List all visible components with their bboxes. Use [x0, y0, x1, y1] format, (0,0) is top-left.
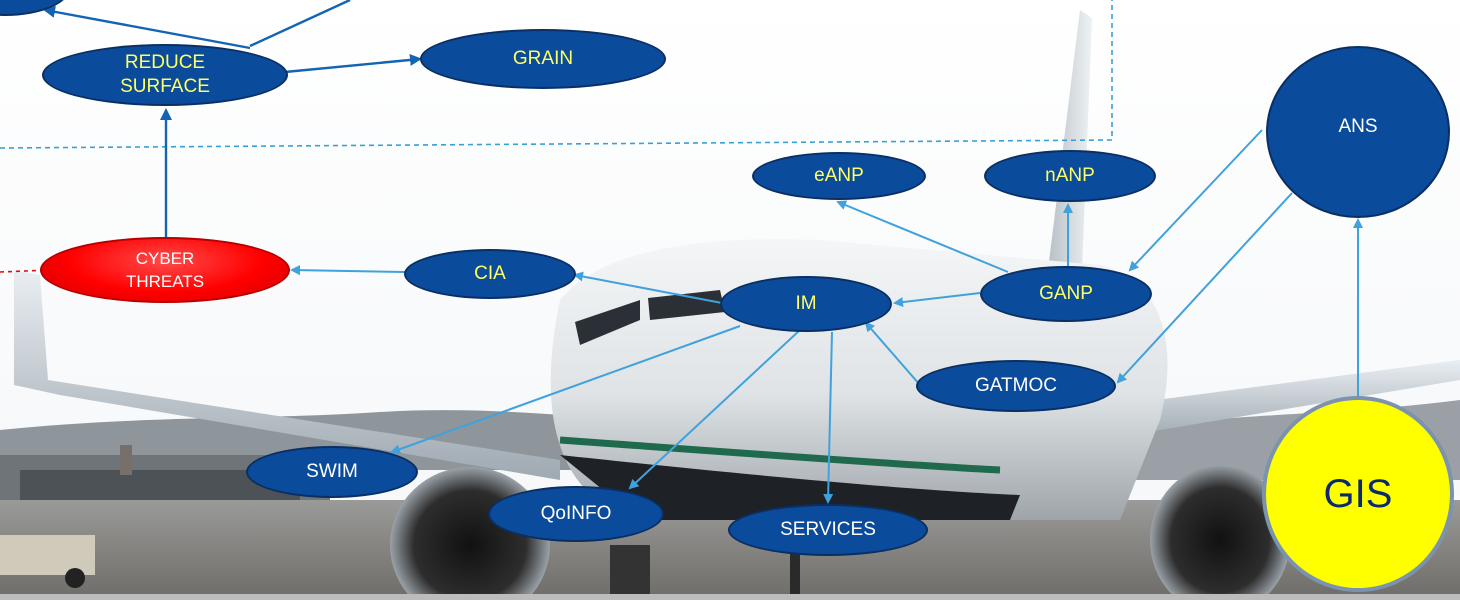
node-label: CYBER THREATS	[125, 249, 205, 291]
node-reduce-surface[interactable]: REDUCE SURFACE	[42, 44, 288, 106]
node-label: nANP	[1045, 165, 1095, 186]
node-eanp[interactable]: eANP	[752, 152, 926, 200]
arrow-reduce-to-topleft	[43, 5, 251, 50]
node-ans[interactable]: ANS	[1266, 46, 1450, 218]
arrow-ans-to-gatmoc	[1116, 192, 1293, 384]
node-ganp[interactable]: GANP	[980, 266, 1152, 322]
node-cia[interactable]: CIA	[404, 249, 576, 299]
arrow-ans-to-ganp	[1128, 129, 1263, 272]
node-label: SERVICES	[780, 519, 876, 540]
node-label: ANS	[1338, 116, 1378, 137]
node-label: GATMOC	[975, 375, 1057, 396]
node-label: GANP	[1039, 283, 1093, 304]
node-label: GIS	[1323, 471, 1393, 516]
arrow-im-to-qoinfo	[628, 329, 801, 490]
node-im[interactable]: IM	[720, 276, 892, 332]
arrow-reduce-to-grain	[284, 53, 422, 74]
arrow-im-to-cia	[573, 271, 723, 304]
node-qoinfo[interactable]: QoINFO	[488, 486, 664, 542]
arrow-ganp-to-eanp	[836, 200, 1009, 273]
node-services[interactable]: SERVICES	[728, 504, 928, 556]
node-gatmoc[interactable]: GATMOC	[916, 360, 1116, 412]
node-label: QoINFO	[540, 503, 612, 524]
arrow-ganp-to-im	[893, 292, 981, 308]
arrow-cia-to-cyber	[290, 265, 406, 276]
node-label: IM	[795, 293, 817, 314]
node-label: CIA	[474, 263, 506, 284]
node-cyber-threats[interactable]: CYBER THREATS	[40, 237, 290, 303]
node-swim[interactable]: SWIM	[246, 446, 418, 498]
node-label: SWIM	[306, 461, 358, 482]
node-gis[interactable]: GIS	[1262, 396, 1454, 592]
node-label: REDUCE SURFACE	[120, 52, 210, 97]
arrow-reduce-to-top	[249, 0, 351, 48]
arrow-im-to-services	[823, 331, 834, 504]
arrow-im-to-swim	[390, 325, 741, 454]
node-label: eANP	[814, 165, 864, 186]
dashed-region-border	[0, 0, 1113, 149]
node-nanp[interactable]: nANP	[984, 150, 1156, 202]
node-grain[interactable]: GRAIN	[420, 29, 666, 89]
arrow-gatmoc-to-im	[864, 321, 921, 386]
node-label: GRAIN	[512, 48, 574, 69]
